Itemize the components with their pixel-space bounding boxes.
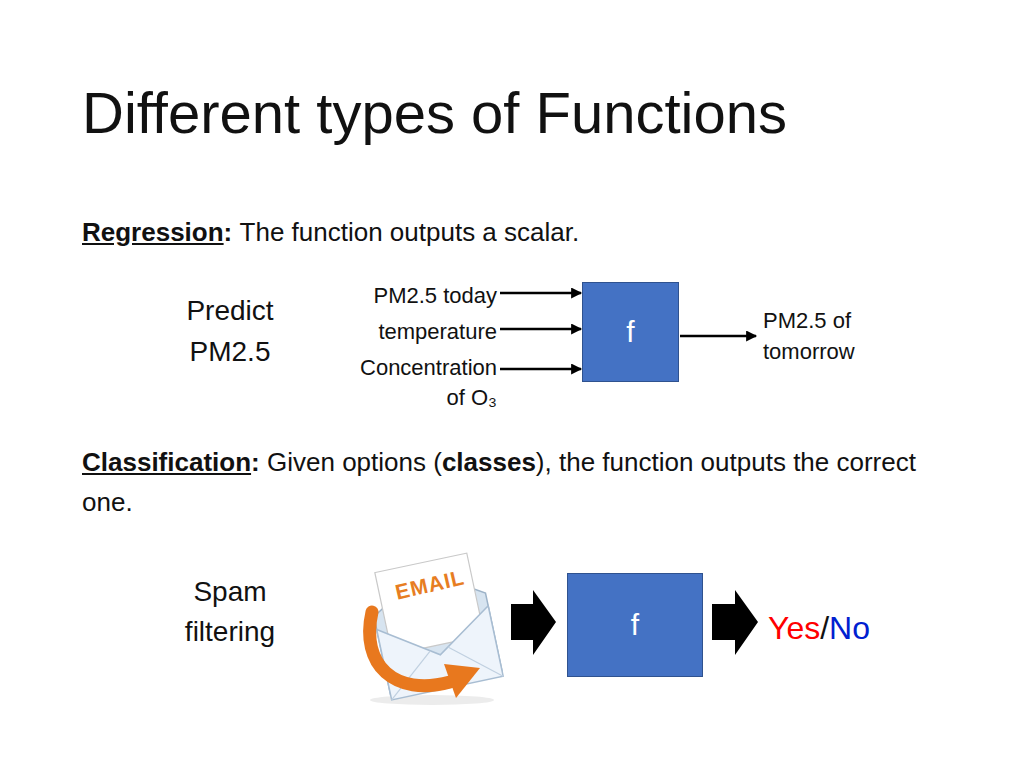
input-name: Concentration of O₃	[360, 355, 497, 410]
input-name: temperature	[378, 319, 497, 344]
input-name: PM2.5 today	[373, 283, 497, 308]
function-label: f	[626, 315, 634, 349]
block-arrow	[511, 590, 556, 655]
term-keyword: Classification	[82, 447, 251, 477]
slide-title: Different types of Functions	[82, 78, 787, 148]
classification-function-box: f	[567, 573, 703, 677]
output-label: PM2.5 of tomorrow	[763, 305, 903, 367]
term-keyword: Regression	[82, 217, 224, 247]
example-name: Spam filtering	[185, 576, 275, 647]
example-name: Predict PM2.5	[186, 295, 273, 367]
regression-function-box: f	[582, 282, 679, 382]
classification-line: Classification:Given options (classes), …	[82, 442, 927, 522]
output-arrow	[680, 335, 756, 338]
term-colon: :	[224, 217, 233, 247]
regression-line: Regression:The function outputs a scalar…	[82, 212, 579, 252]
class-yes: Yes	[768, 610, 820, 646]
term-colon: :	[251, 447, 260, 477]
email-icon	[365, 551, 503, 705]
input-arrow	[500, 292, 581, 295]
function-label: f	[631, 608, 639, 642]
output-classes: Yes/No	[768, 608, 870, 648]
input-label: Concentration of O₃	[347, 353, 497, 413]
input-label: temperature	[297, 317, 497, 347]
class-separator: /	[820, 610, 829, 646]
definition-text: The function outputs a scalar.	[240, 217, 580, 247]
input-arrow	[500, 328, 581, 331]
emphasis-term: classes	[442, 447, 536, 477]
input-arrow	[500, 368, 581, 371]
class-no: No	[829, 610, 870, 646]
example-caption: Predict PM2.5	[160, 290, 300, 372]
definition-text: Given options (	[267, 447, 442, 477]
block-arrow	[712, 590, 758, 655]
example-caption: Spam filtering	[160, 572, 300, 652]
output-name: PM2.5 of tomorrow	[763, 308, 855, 364]
input-label: PM2.5 today	[297, 281, 497, 311]
